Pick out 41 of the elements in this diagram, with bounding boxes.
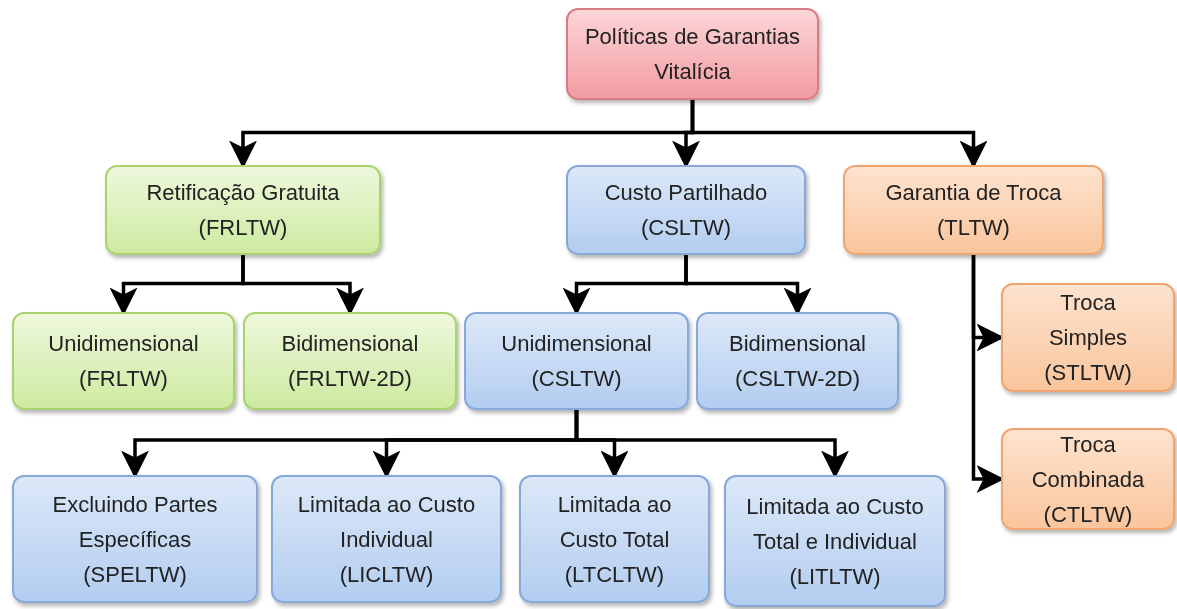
- box-text: (FRLTW): [79, 365, 168, 393]
- box-text: (STLTW): [1044, 359, 1132, 387]
- box-text: (LITLTW): [789, 562, 881, 591]
- box-text: Limitada ao Custo Total: [556, 490, 673, 554]
- box-text: (SPELTW): [83, 560, 187, 589]
- category-box: [724, 475, 946, 607]
- box-text: Retificação Gratuita: [146, 179, 340, 207]
- box-text: Unidimensional: [48, 330, 199, 358]
- box-text: Troca Combinada: [1030, 430, 1146, 494]
- category-box: [566, 8, 819, 100]
- box-text: Limitada ao Custo Total e Individual: [745, 492, 925, 556]
- box-text: Custo Partilhado: [604, 179, 768, 207]
- box-text: Políticas de Garantias Vitalícia: [583, 23, 802, 86]
- category-box: [519, 475, 710, 603]
- box-text: (TLTW): [937, 214, 1010, 242]
- category-box: [105, 165, 381, 255]
- box-text: (LTCLTW): [564, 560, 665, 589]
- category-box: [1001, 283, 1175, 392]
- category-box: [271, 475, 502, 603]
- box-text: (CSLTW-2D): [734, 365, 861, 393]
- category-box: [12, 312, 235, 410]
- box-text: Unidimensional: [501, 330, 652, 358]
- box-text: (CSLTW): [641, 214, 731, 242]
- box-text: (FRLTW-2D): [288, 365, 412, 393]
- category-box: [1001, 428, 1175, 530]
- box-text: Limitada ao Custo Individual: [296, 490, 477, 554]
- box-text: (FRLTW): [198, 214, 288, 242]
- box-text: Garantia de Troca: [885, 179, 1062, 207]
- category-box: [696, 312, 899, 410]
- box-text: Bidimensional: [281, 330, 419, 358]
- category-box: [464, 312, 689, 410]
- category-box: [843, 165, 1104, 255]
- category-box: [243, 312, 457, 410]
- category-box: [12, 475, 258, 603]
- box-text: (LICLTW): [339, 560, 434, 589]
- box-text: Troca Simples: [1047, 289, 1129, 352]
- box-text: (CTLTW): [1043, 500, 1133, 529]
- box-text: (CSLTW): [531, 365, 622, 393]
- category-box: [566, 165, 806, 255]
- box-text: Excluindo Partes Específicas: [51, 490, 219, 554]
- box-text: Bidimensional: [729, 330, 866, 358]
